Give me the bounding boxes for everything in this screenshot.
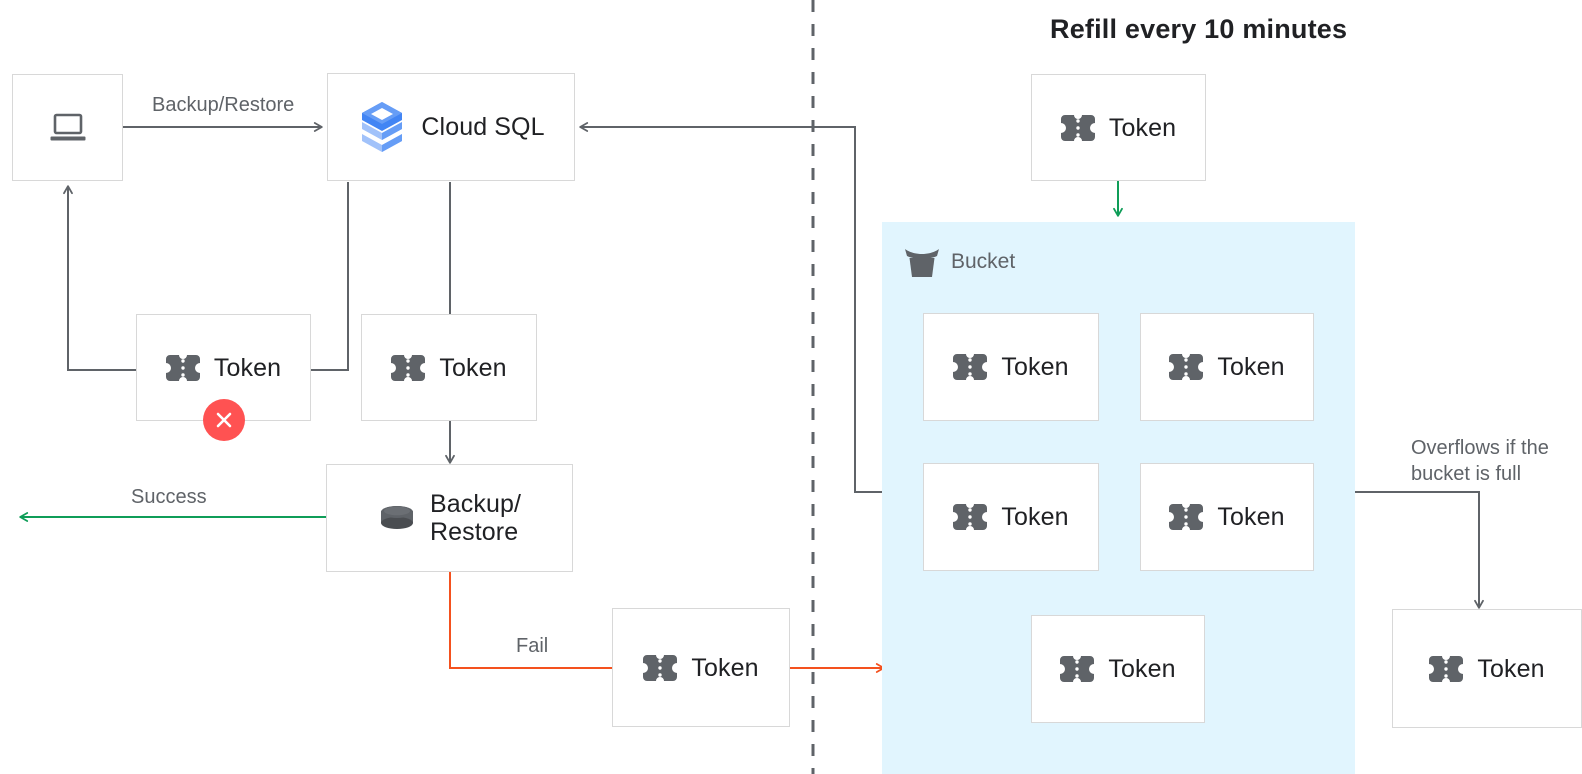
- node-token-sql-label: Token: [439, 353, 507, 382]
- node-token-fail-label: Token: [691, 653, 759, 682]
- wire-bucket-overflow: [1355, 491, 1484, 609]
- bucket-token-2-label: Token: [1001, 503, 1069, 531]
- bucket-icon: [904, 246, 940, 278]
- wire-bucket-to-cloudsql: [579, 122, 882, 493]
- node-backup-restore[interactable]: Backup/ Restore: [326, 464, 573, 572]
- node-token-client-label: Token: [213, 353, 282, 382]
- node-client[interactable]: [12, 74, 123, 181]
- node-token-refill[interactable]: Token: [1031, 74, 1206, 181]
- bucket-title-label: Bucket: [951, 250, 1016, 273]
- token-icon: [391, 354, 426, 381]
- edge-label-fail: Fail: [516, 635, 549, 657]
- node-token-overflow-label: Token: [1477, 654, 1545, 683]
- token-icon: [953, 504, 988, 530]
- token-icon: [165, 354, 200, 381]
- node-token-fail[interactable]: Token: [612, 608, 790, 727]
- bucket-token-0-label: Token: [1001, 353, 1069, 381]
- edge-label-overflow: Overflows if the bucket is full: [1411, 437, 1549, 485]
- token-icon: [1060, 656, 1095, 682]
- page-title: Refill every 10 minutes: [1050, 14, 1348, 44]
- node-token-refill-label: Token: [1108, 113, 1177, 142]
- cloud-sql-icon: [357, 99, 407, 155]
- token-icon: [1169, 354, 1204, 380]
- token-icon: [1169, 504, 1204, 530]
- bucket-token-4[interactable]: Token: [1031, 615, 1205, 723]
- bucket-title: Bucket: [904, 246, 1015, 278]
- close-icon: [213, 409, 235, 431]
- laptop-icon: [48, 111, 88, 145]
- token-icon: [1429, 655, 1464, 682]
- token-icon: [1060, 114, 1095, 141]
- node-token-overflow[interactable]: Token: [1392, 609, 1582, 728]
- node-cloud-sql-label: Cloud SQL: [421, 113, 545, 141]
- bucket-token-1-label: Token: [1217, 353, 1285, 381]
- bucket-token-3-label: Token: [1217, 503, 1285, 531]
- bucket-token-1[interactable]: Token: [1140, 313, 1314, 421]
- bucket-token-2[interactable]: Token: [923, 463, 1099, 571]
- bucket-token-4-label: Token: [1108, 655, 1176, 683]
- wire-fail: [449, 572, 612, 669]
- status-badge-error: [203, 399, 245, 441]
- node-token-sql[interactable]: Token: [361, 314, 537, 421]
- node-backup-restore-label: Backup/ Restore: [429, 490, 522, 546]
- token-icon: [643, 654, 678, 681]
- token-icon: [953, 354, 988, 380]
- bucket-token-0[interactable]: Token: [923, 313, 1099, 421]
- edge-label-success: Success: [131, 486, 207, 508]
- node-cloud-sql[interactable]: Cloud SQL: [327, 73, 575, 181]
- database-icon: [378, 503, 416, 533]
- edge-label-backup-restore: Backup/Restore: [152, 94, 295, 116]
- bucket-token-3[interactable]: Token: [1140, 463, 1314, 571]
